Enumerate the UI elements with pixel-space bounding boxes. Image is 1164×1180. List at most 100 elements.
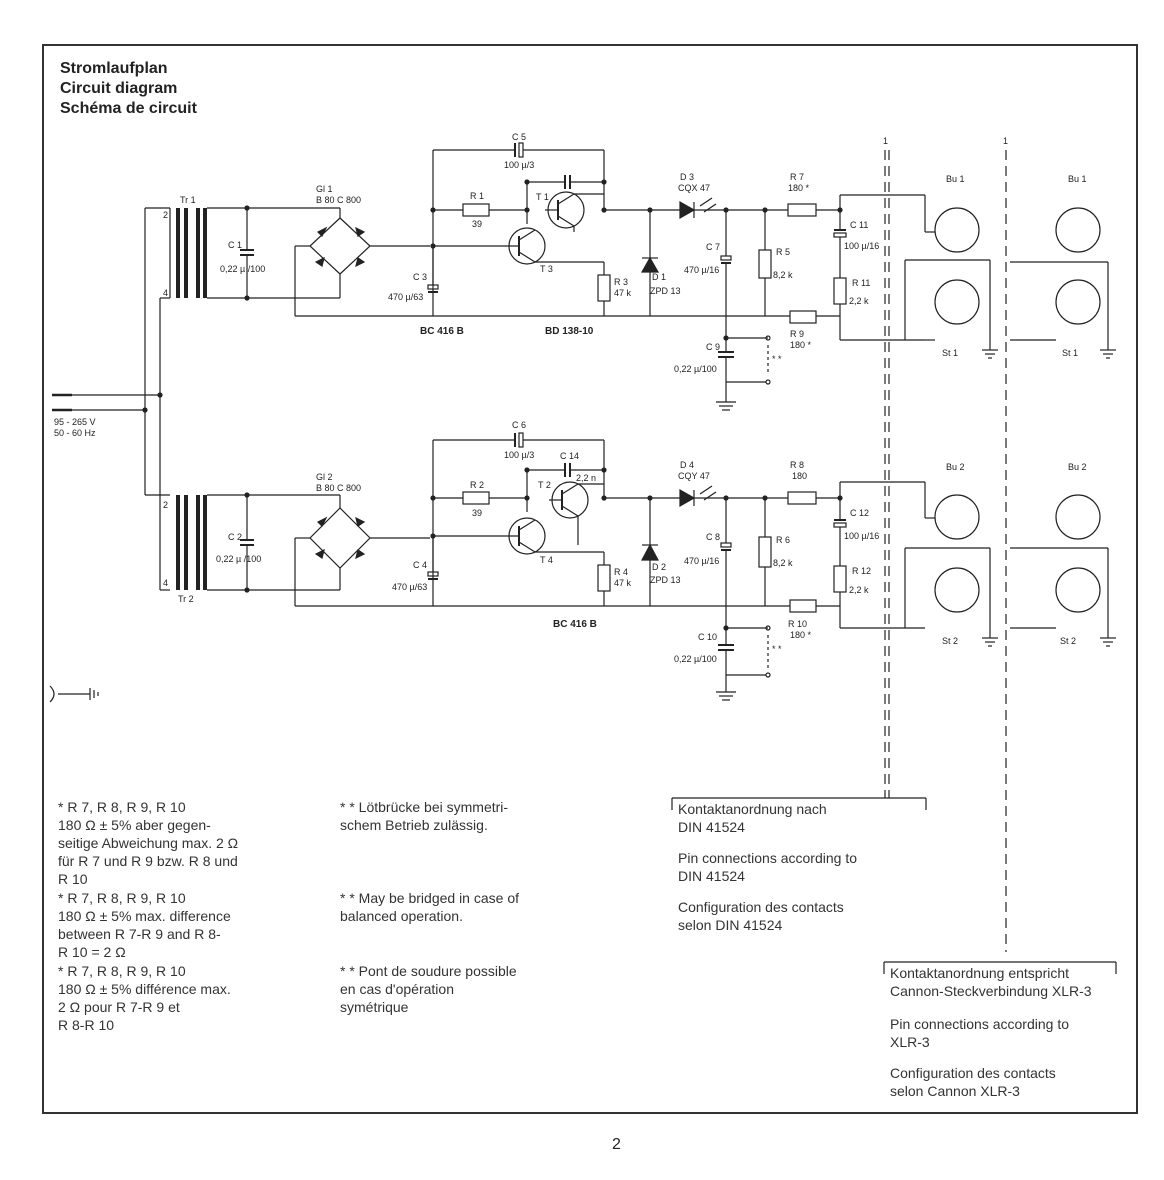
- svg-text:Bu 2: Bu 2: [1068, 462, 1087, 472]
- svg-text:180 *: 180 *: [790, 630, 812, 640]
- svg-text:2,2 k: 2,2 k: [849, 296, 869, 306]
- svg-text:C 8: C 8: [706, 532, 720, 542]
- bridge-rectifier-gl1: Gl 1 B 80 C 800: [294, 184, 430, 299]
- svg-text:470 µ/16: 470 µ/16: [684, 265, 719, 275]
- note-dstar-en: * * May be bridged in case of balanced o…: [340, 890, 519, 924]
- svg-text:T 4: T 4: [540, 555, 553, 565]
- svg-text:C 2: C 2: [228, 532, 242, 542]
- svg-text:CQY 47: CQY 47: [678, 471, 710, 481]
- svg-text:Gl 1: Gl 1: [316, 184, 333, 194]
- svg-text:BC 416 B: BC 416 B: [420, 326, 464, 337]
- transformer-tr1: Tr 1 2 4: [163, 195, 295, 299]
- svg-text:* *: * *: [772, 354, 782, 364]
- svg-text:ZPD 13: ZPD 13: [650, 286, 681, 296]
- svg-text:8,2 k: 8,2 k: [773, 270, 793, 280]
- svg-text:Bu 2: Bu 2: [946, 462, 965, 472]
- svg-text:100 µ/3: 100 µ/3: [504, 160, 534, 170]
- svg-text:R 4: R 4: [614, 567, 628, 577]
- svg-text:100 µ/3: 100 µ/3: [504, 450, 534, 460]
- svg-text:180 *: 180 *: [790, 340, 812, 350]
- svg-text:2: 2: [163, 210, 168, 220]
- svg-text:39: 39: [472, 508, 482, 518]
- svg-text:0,22 µ/100: 0,22 µ/100: [674, 364, 717, 374]
- mains-voltage: 95 - 265 V: [54, 417, 96, 427]
- svg-text:180: 180: [792, 471, 807, 481]
- svg-text:39: 39: [472, 219, 482, 229]
- mains-frequency: 50 - 60 Hz: [54, 428, 96, 438]
- diagram-frame: [42, 44, 1138, 1114]
- svg-text:C 5: C 5: [512, 132, 526, 142]
- pins-din-de: Kontaktanordnung nach DIN 41524: [678, 801, 827, 835]
- transformer-tr2: Tr 2 2 4: [163, 494, 295, 604]
- title-en: Circuit diagram: [60, 80, 178, 97]
- pins-xlr-en: Pin connections according to XLR-3: [890, 1016, 1069, 1050]
- svg-text:Bu 1: Bu 1: [946, 174, 965, 184]
- svg-text:C 6: C 6: [512, 420, 526, 430]
- svg-text:470 µ/63: 470 µ/63: [388, 292, 423, 302]
- din-connector-lower: Bu 2 St 2: [904, 462, 998, 647]
- svg-text:C 4: C 4: [413, 560, 427, 570]
- note-dstar-de: * * Lötbrücke bei symmetri- schem Betrie…: [340, 799, 509, 833]
- svg-text:2,2 n: 2,2 n: [576, 473, 596, 483]
- svg-text:R 3: R 3: [614, 277, 628, 287]
- svg-text:2,2 k: 2,2 k: [849, 585, 869, 595]
- svg-text:0,22 µ /100: 0,22 µ /100: [220, 264, 265, 274]
- svg-text:B 80 C 800: B 80 C 800: [316, 483, 361, 493]
- svg-text:BD 138-10: BD 138-10: [545, 326, 594, 337]
- note-star-fr: * R 7, R 8, R 9, R 10 180 Ω ± 5% différe…: [58, 963, 231, 1033]
- svg-text:D 4: D 4: [680, 460, 694, 470]
- section-divider-din: 1: [883, 136, 890, 798]
- svg-text:D 3: D 3: [680, 172, 694, 182]
- svg-text:St 1: St 1: [942, 348, 958, 358]
- svg-text:T 3: T 3: [540, 264, 553, 274]
- svg-text:R 6: R 6: [776, 535, 790, 545]
- din-connector-upper: Bu 1 St 1: [904, 174, 998, 359]
- svg-text:470 µ/16: 470 µ/16: [684, 556, 719, 566]
- svg-text:Bu 1: Bu 1: [1068, 174, 1087, 184]
- section-divider-xlr: 1: [1003, 136, 1008, 952]
- svg-text:100 µ/16: 100 µ/16: [844, 241, 879, 251]
- tr2-label: Tr 2: [178, 594, 194, 604]
- xlr-connector-lower: Bu 2 St 2: [1010, 462, 1116, 647]
- svg-text:C 1: C 1: [228, 240, 242, 250]
- svg-text:C 11: C 11: [850, 220, 868, 230]
- svg-text:R 5: R 5: [776, 247, 790, 257]
- svg-text:R 1: R 1: [470, 191, 484, 201]
- page-number: 2: [612, 1136, 621, 1153]
- svg-text:100 µ/16: 100 µ/16: [844, 531, 879, 541]
- svg-text:C 10: C 10: [698, 632, 717, 642]
- svg-text:ZPD 13: ZPD 13: [650, 575, 681, 585]
- regulator-upper: C 5 100 µ/3 R 1 39 T 1 T 3: [294, 132, 925, 411]
- title-de: Stromlaufplan: [60, 60, 168, 77]
- svg-text:B 80 C 800: B 80 C 800: [316, 195, 361, 205]
- svg-text:CQX 47: CQX 47: [678, 183, 710, 193]
- mains-input: 95 - 265 V 50 - 60 Hz: [52, 207, 170, 591]
- svg-text:D 2: D 2: [652, 562, 666, 572]
- svg-text:T 2: T 2: [538, 480, 551, 490]
- pins-xlr-de: Kontaktanordnung entspricht Cannon-Steck…: [890, 965, 1092, 999]
- svg-text:R 2: R 2: [470, 480, 484, 490]
- svg-text:47 k: 47 k: [614, 288, 632, 298]
- svg-text:1: 1: [1003, 136, 1008, 146]
- svg-text:4: 4: [163, 578, 168, 588]
- svg-text:R 8: R 8: [790, 460, 804, 470]
- bracket-xlr: [883, 961, 1117, 974]
- svg-text:C 9: C 9: [706, 342, 720, 352]
- svg-text:R 9: R 9: [790, 329, 804, 339]
- pins-din-en: Pin connections according to DIN 41524: [678, 850, 857, 884]
- svg-text:180 *: 180 *: [788, 183, 810, 193]
- title-fr: Schéma de circuit: [60, 100, 197, 117]
- svg-text:C 3: C 3: [413, 272, 427, 282]
- svg-text:4: 4: [163, 288, 168, 298]
- earth-terminal: [49, 685, 99, 703]
- svg-text:0,22 µ /100: 0,22 µ /100: [216, 554, 261, 564]
- svg-text:R 7: R 7: [790, 172, 804, 182]
- svg-text:St 2: St 2: [1060, 636, 1076, 646]
- svg-text:BC 416 B: BC 416 B: [553, 619, 597, 630]
- svg-text:8,2 k: 8,2 k: [773, 558, 793, 568]
- bracket-din: [671, 797, 927, 810]
- pins-xlr-fr: Configuration des contacts selon Cannon …: [890, 1065, 1056, 1099]
- svg-text:2: 2: [163, 500, 168, 510]
- pins-din-fr: Configuration des contacts selon DIN 415…: [678, 899, 844, 933]
- svg-text:470 µ/63: 470 µ/63: [392, 582, 427, 592]
